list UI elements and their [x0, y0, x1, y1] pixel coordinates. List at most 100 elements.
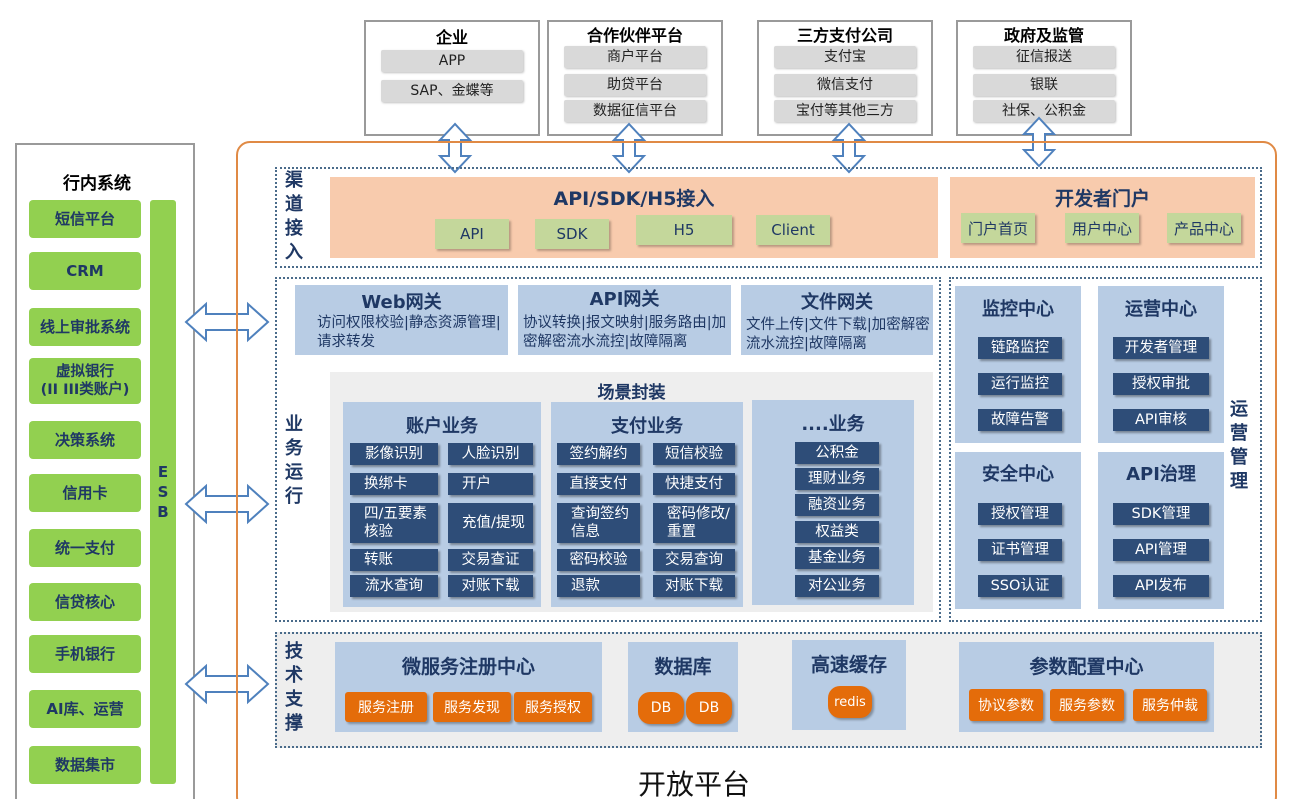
api-access-item[interactable]: API — [435, 219, 509, 249]
other-business-item[interactable]: 理财业务 — [795, 468, 879, 490]
security-item[interactable]: 证书管理 — [978, 539, 1062, 561]
external-item[interactable]: 银联 — [973, 74, 1115, 96]
other-business-item[interactable]: 基金业务 — [795, 547, 879, 569]
api-gateway-title: API网关 — [589, 289, 660, 310]
operation-center-title: 运营中心 — [1125, 299, 1197, 320]
payment-item[interactable]: 密码校验 — [557, 549, 640, 571]
external-item[interactable]: APP — [381, 50, 523, 72]
internal-system-item[interactable]: AI库、运营 — [29, 690, 141, 728]
redis-cylinder[interactable]: redis — [828, 686, 872, 718]
esb-letter: B — [157, 503, 169, 521]
payment-item[interactable]: 交易查询 — [653, 549, 735, 571]
account-item[interactable]: 开户 — [448, 473, 533, 495]
payment-item[interactable]: 密码修改/重置 — [653, 503, 735, 543]
web-gateway: Web网关 访问权限校验|静态资源管理|请求转发 — [295, 285, 508, 355]
account-item[interactable]: 四/五要素核验 — [350, 503, 438, 543]
payment-item[interactable]: 签约解约 — [557, 443, 640, 465]
monitor-item[interactable]: 链路监控 — [978, 337, 1062, 359]
payment-item[interactable]: 直接支付 — [557, 473, 640, 495]
operation-item[interactable]: API审核 — [1113, 409, 1209, 431]
other-business-item[interactable]: 权益类 — [795, 521, 879, 543]
developer-portal-panel: 开发者门户 门户首页 用户中心 产品中心 — [950, 177, 1255, 258]
account-item[interactable]: 流水查询 — [350, 575, 438, 597]
account-item[interactable]: 影像识别 — [350, 443, 438, 465]
esb-letter: E — [157, 463, 169, 481]
external-item[interactable]: 微信支付 — [774, 74, 916, 96]
payment-business-title: 支付业务 — [611, 416, 683, 437]
internal-system-item[interactable]: 线上审批系统 — [29, 308, 141, 346]
database-cylinder[interactable]: DB — [686, 692, 732, 724]
payment-item[interactable]: 退款 — [557, 575, 640, 597]
portal-item[interactable]: 产品中心 — [1167, 213, 1241, 243]
account-item[interactable]: 充值/提现 — [448, 503, 533, 543]
config-item[interactable]: 服务参数 — [1050, 689, 1124, 721]
external-item[interactable]: 商户平台 — [564, 46, 706, 68]
portal-item[interactable]: 用户中心 — [1065, 213, 1139, 243]
other-business-item[interactable]: 融资业务 — [795, 494, 879, 516]
file-gateway: 文件网关 文件上传|文件下载|加密解密流水流控|故障隔离 — [741, 285, 933, 355]
operation-item[interactable]: 授权审批 — [1113, 373, 1209, 395]
external-item[interactable]: 征信报送 — [973, 46, 1115, 68]
ops-label-text: 运营管理 — [1230, 399, 1248, 492]
double-arrow-icon — [184, 301, 270, 705]
file-gateway-desc: 文件上传|文件下载|加密解密流水流控|故障隔离 — [746, 317, 930, 352]
other-business-item[interactable]: 对公业务 — [795, 575, 879, 597]
internal-system-item[interactable]: 信贷核心 — [29, 583, 141, 621]
database-title: 数据库 — [654, 656, 712, 678]
security-item[interactable]: 授权管理 — [978, 503, 1062, 525]
esb-letter: S — [157, 483, 169, 501]
internal-systems-title: 行内系统 — [63, 174, 131, 194]
payment-item[interactable]: 查询签约信息 — [557, 503, 640, 543]
operation-item[interactable]: 开发者管理 — [1113, 337, 1209, 359]
monitor-item[interactable]: 故障告警 — [978, 409, 1062, 431]
account-item[interactable]: 人脸识别 — [448, 443, 533, 465]
config-item[interactable]: 服务仲裁 — [1133, 689, 1207, 721]
internal-system-item[interactable]: 手机银行 — [29, 635, 141, 673]
other-business-item[interactable]: 公积金 — [795, 442, 879, 464]
registry-item[interactable]: 服务授权 — [514, 692, 592, 722]
account-item[interactable]: 转账 — [350, 549, 438, 571]
monitor-item[interactable]: 运行监控 — [978, 373, 1062, 395]
ops-label: 运营管理 — [1228, 398, 1250, 494]
account-item[interactable]: 交易查证 — [448, 549, 533, 571]
external-item[interactable]: 数据征信平台 — [564, 100, 706, 122]
external-item[interactable]: SAP、金蝶等 — [381, 80, 523, 102]
tech-label: 技术支撑 — [283, 640, 305, 736]
api-access-item[interactable]: Client — [756, 215, 830, 245]
channel-label: 渠道接入 — [283, 169, 305, 265]
payment-item[interactable]: 对账下载 — [653, 575, 735, 597]
external-item[interactable]: 支付宝 — [774, 46, 916, 68]
api-access-item[interactable]: H5 — [636, 215, 732, 245]
internal-system-item[interactable]: 短信平台 — [29, 200, 141, 238]
tech-label-text: 技术支撑 — [285, 641, 303, 734]
internal-system-item[interactable]: 信用卡 — [29, 474, 141, 512]
governance-item[interactable]: API管理 — [1113, 539, 1209, 561]
external-title: 企业 — [435, 28, 468, 47]
internal-system-item[interactable]: 数据集市 — [29, 746, 141, 784]
file-gateway-title: 文件网关 — [801, 292, 873, 313]
account-item[interactable]: 对账下载 — [448, 575, 533, 597]
payment-item[interactable]: 短信校验 — [653, 443, 735, 465]
account-business-title: 账户业务 — [406, 416, 478, 437]
external-title: 三方支付公司 — [796, 26, 893, 45]
database-cylinder[interactable]: DB — [638, 692, 684, 724]
portal-item[interactable]: 门户首页 — [961, 213, 1035, 243]
security-item[interactable]: SSO认证 — [978, 575, 1062, 597]
governance-item[interactable]: SDK管理 — [1113, 503, 1209, 525]
internal-system-item[interactable]: 统一支付 — [29, 529, 141, 567]
external-box-enterprise: 企业 APP SAP、金蝶等 — [364, 20, 540, 136]
api-access-item[interactable]: SDK — [535, 219, 609, 249]
config-item[interactable]: 协议参数 — [969, 689, 1043, 721]
external-item[interactable]: 宝付等其他三方 — [774, 100, 916, 122]
internal-system-item[interactable]: 决策系统 — [29, 421, 141, 459]
account-item[interactable]: 换绑卡 — [350, 473, 438, 495]
external-item[interactable]: 助贷平台 — [564, 74, 706, 96]
external-item[interactable]: 社保、公积金 — [973, 100, 1115, 122]
registry-item[interactable]: 服务发现 — [433, 692, 511, 722]
registry-item[interactable]: 服务注册 — [345, 692, 427, 722]
payment-item[interactable]: 快捷支付 — [653, 473, 735, 495]
governance-item[interactable]: API发布 — [1113, 575, 1209, 597]
internal-system-item[interactable]: CRM — [29, 252, 141, 290]
internal-system-item[interactable]: 虚拟银行 (II III类账户) — [29, 358, 141, 404]
web-gateway-title: Web网关 — [361, 292, 442, 313]
